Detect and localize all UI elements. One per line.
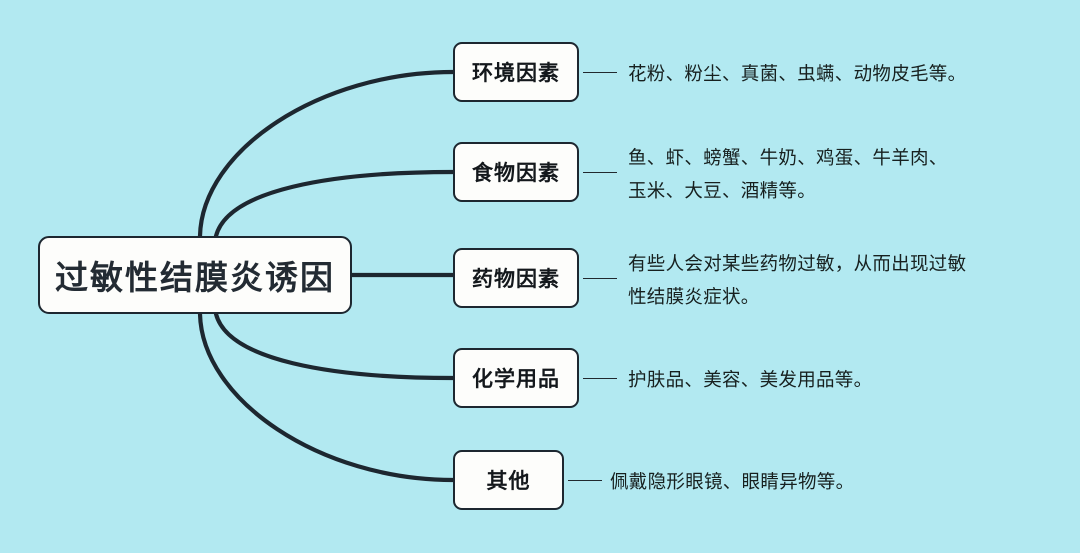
connector-curve-2 [213,169,456,239]
root-node-label: 过敏性结膜炎诱因 [55,261,335,297]
description-chemicals: 护肤品、美容、美发用品等。 [628,369,873,390]
branch-node-chemicals[interactable]: 化学用品 [453,348,579,408]
description-environment: 花粉、粉尘、真菌、虫螨、动物皮毛等。 [628,63,967,84]
root-node[interactable]: 过敏性结膜炎诱因 [38,236,352,314]
description-medication: 有些人会对某些药物过敏，从而出现过敏 性结膜炎症状。 [628,253,967,307]
connector-curve-4 [213,311,456,381]
branch-node-label: 食物因素 [472,162,560,185]
branch-node-environment[interactable]: 环境因素 [453,42,579,102]
stub-line-medication [583,278,617,279]
branch-node-food[interactable]: 食物因素 [453,142,579,202]
stub-line-food [583,172,617,173]
branch-node-label: 环境因素 [472,62,560,85]
connector-curve-1 [197,69,456,239]
branch-node-label: 化学用品 [472,368,560,391]
branch-node-other[interactable]: 其他 [453,450,564,510]
description-food: 鱼、虾、螃蟹、牛奶、鸡蛋、牛羊肉、 玉米、大豆、酒精等。 [628,147,948,201]
branch-node-label: 其他 [486,470,531,493]
connector-curve-5 [197,311,456,483]
description-other: 佩戴隐形眼镜、眼睛异物等。 [610,471,855,492]
stub-line-environment [583,72,617,73]
branch-node-label: 药物因素 [472,268,560,291]
stub-line-chemicals [583,378,617,379]
stub-line-other [568,480,602,481]
branch-node-medication[interactable]: 药物因素 [453,248,579,308]
